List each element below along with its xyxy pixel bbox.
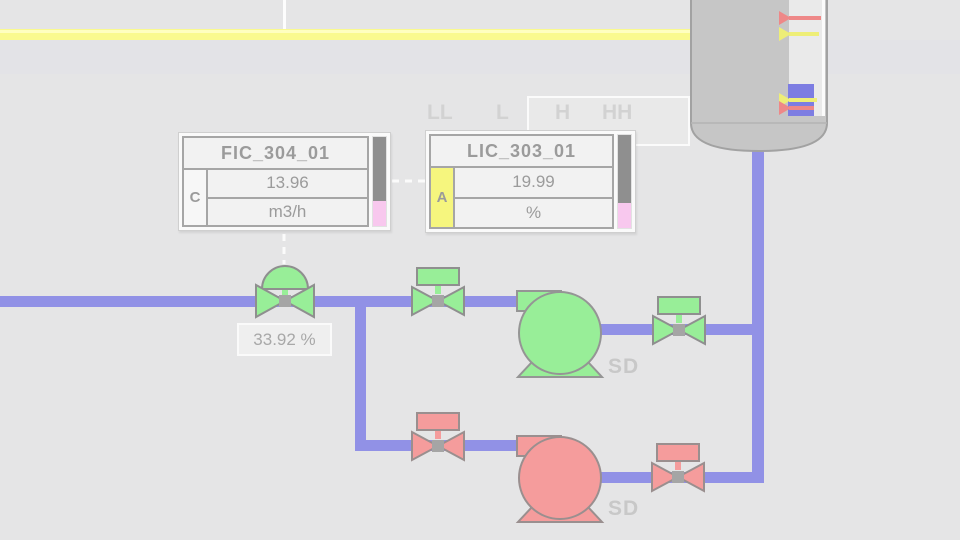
faceplate-fic-tag: FIC_304_01	[184, 138, 367, 170]
faceplate-fic-bar-track	[373, 137, 386, 202]
faceplate-fic-value: 13.96	[208, 170, 367, 199]
faceplate-lic-tag: LIC_303_01	[431, 136, 612, 168]
faceplate-lic-unit: %	[525, 202, 542, 222]
pump-a-status-label: SD	[608, 355, 640, 378]
control-valve-icon[interactable]	[255, 265, 315, 319]
faceplate-fic-table: FIC_304_01 C 13.96 m3/h	[182, 136, 369, 227]
pump-a-icon[interactable]	[515, 290, 605, 378]
alarm-label-ll: LL	[427, 101, 453, 124]
faceplate-lic-table: LIC_303_01 A 19.99 %	[429, 134, 614, 229]
alarm-label-hh: HH	[602, 101, 633, 124]
faceplate-lic-bargraph	[617, 134, 632, 229]
faceplate-lic-bar-track	[618, 135, 631, 203]
faceplate-lic-value: 19.99	[455, 168, 612, 199]
valve-pump-b-discharge-icon[interactable]	[651, 443, 705, 493]
faceplate-lic-bar-fill	[618, 202, 631, 228]
pump-b-icon[interactable]	[515, 435, 605, 523]
instrument-signal-lines	[282, 179, 425, 264]
faceplate-fic-bar-fill	[373, 201, 386, 226]
valve-pump-a-suction-icon[interactable]	[411, 267, 465, 317]
faceplate-fic[interactable]: FIC_304_01 C 13.96 m3/h	[178, 132, 391, 231]
level-marker-ll-icon	[779, 101, 814, 115]
signal-line-top	[283, 0, 286, 29]
valve-pump-a-discharge-icon[interactable]	[652, 296, 706, 346]
pipe-tank-riser	[752, 147, 764, 483]
alarm-label-h: H	[555, 101, 571, 124]
level-marker-hh-icon	[779, 11, 821, 25]
faceplate-fic-unit: m3/h	[268, 201, 307, 221]
level-marker-h-icon	[779, 27, 819, 41]
control-valve-actuator-dome	[260, 265, 310, 290]
level-gauge-edge	[822, 0, 825, 116]
tank-vessel	[690, 0, 828, 153]
pump-b-status-label: SD	[608, 497, 640, 520]
faceplate-fic-mode[interactable]: C	[184, 170, 208, 225]
pipe-branch-down	[355, 296, 366, 451]
valve-pump-b-suction-icon[interactable]	[411, 412, 465, 462]
faceplate-fic-bargraph	[372, 136, 387, 227]
yellow-header-pipe	[0, 29, 690, 40]
faceplate-lic-mode[interactable]: A	[431, 168, 455, 227]
alarm-label-l: L	[496, 101, 509, 124]
faceplate-lic[interactable]: LIC_303_01 A 19.99 %	[425, 130, 636, 233]
valve-position-label: 33.92 %	[237, 323, 332, 356]
